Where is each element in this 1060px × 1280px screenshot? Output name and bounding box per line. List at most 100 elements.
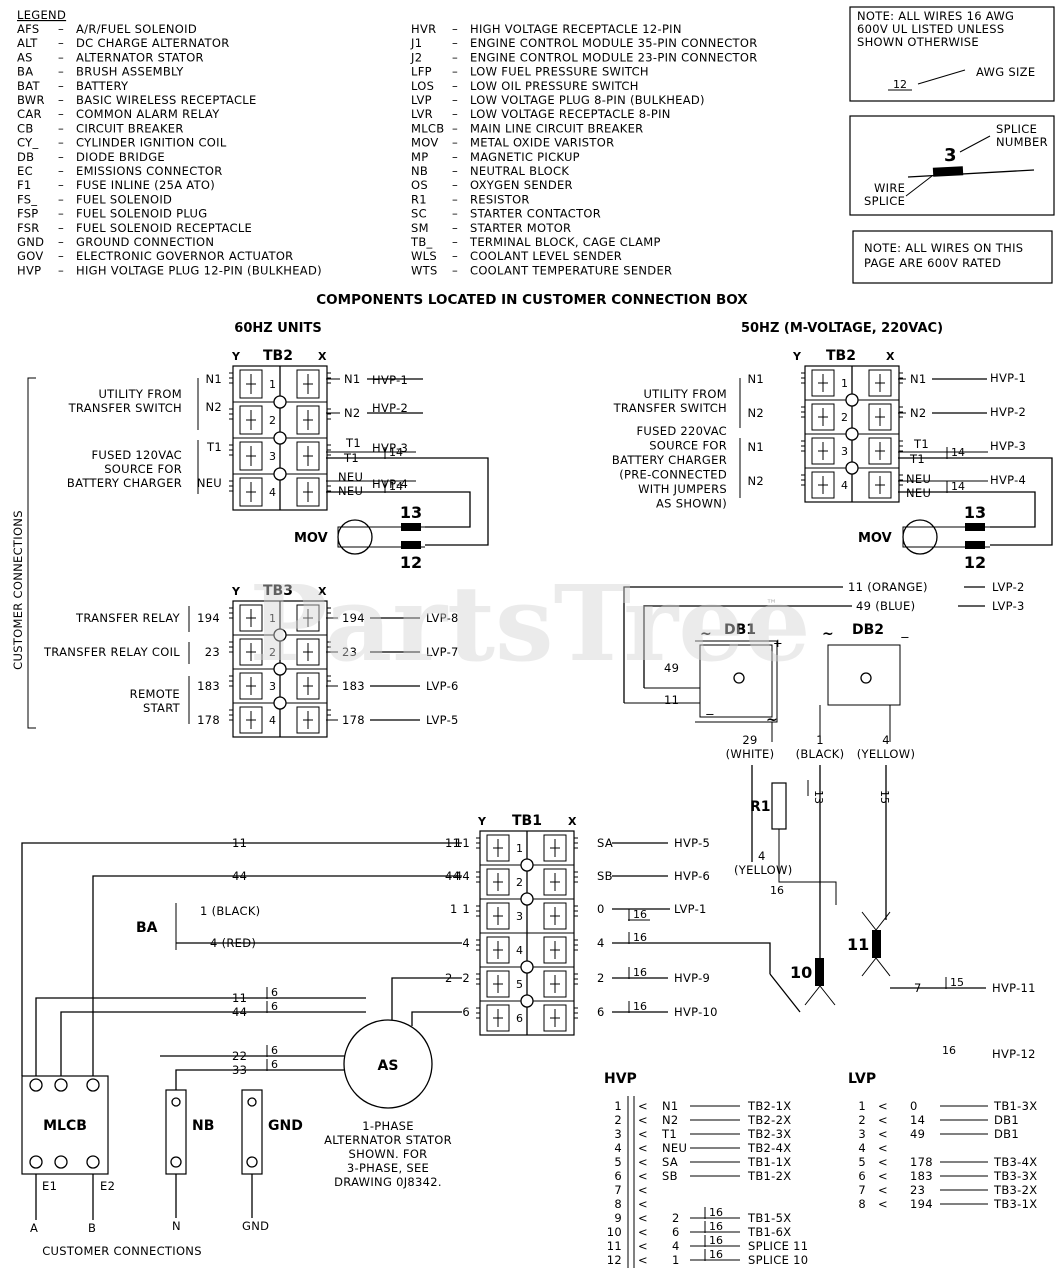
wire-49-blue xyxy=(643,605,852,688)
tb2-50-clamp-y xyxy=(818,476,828,494)
splice-12-50 xyxy=(965,541,985,549)
wire-2-as xyxy=(391,977,462,1020)
tb1-clamp-x xyxy=(550,1009,560,1027)
tb2-50-clamp-x xyxy=(875,374,885,392)
splice-13-60 xyxy=(401,523,421,531)
tb2-50-number: 4 xyxy=(841,479,848,492)
tb3-60-cell-y xyxy=(239,706,263,734)
tb3-60-clamp-x xyxy=(303,711,313,729)
as-size-3: 6 xyxy=(271,1044,278,1057)
watermark-tm: ™ xyxy=(766,597,778,611)
awg-arrow xyxy=(917,69,966,85)
tb3-60-dest: LVP-8 xyxy=(426,611,459,625)
wire-6-as xyxy=(411,1011,462,1026)
tb3-60-dest: LVP-6 xyxy=(426,679,459,693)
lvp-wire: 183 xyxy=(910,1169,933,1183)
tb2-50-cell-y xyxy=(811,471,835,499)
tb2-60-group-text: UTILITY FROM xyxy=(98,387,182,401)
tb1-cell-y xyxy=(486,970,510,998)
splice-13-60-label: 13 xyxy=(400,503,422,522)
lvp-pin: 2 xyxy=(858,1113,866,1127)
tb1-clamp-x xyxy=(550,907,560,925)
tb1-jumper xyxy=(520,994,534,1008)
customer-connections-vertical: CUSTOMER CONNECTIONS xyxy=(11,510,25,670)
lvp-wire: 0 xyxy=(910,1099,918,1113)
tb2-60-cell-y xyxy=(239,477,263,507)
rated-note-box xyxy=(852,230,1053,284)
tb2-50-left-wire: N1 xyxy=(747,440,764,454)
legend-abbr: CB xyxy=(17,121,34,135)
lvp-arrow: < xyxy=(878,1127,888,1141)
tb2-60-clamp-x xyxy=(303,410,313,430)
legend-desc: ALTERNATOR STATOR xyxy=(76,50,204,64)
tb1-right-wire: 4 xyxy=(597,936,605,950)
tb2-60-clamp-x xyxy=(303,446,313,466)
mlcb-label: MLCB xyxy=(43,1118,87,1134)
mov-60 xyxy=(337,519,373,555)
legend-abbr: MOV xyxy=(411,136,439,150)
hvp-wire: T1 xyxy=(661,1127,677,1141)
tb1-size-4: 16 xyxy=(633,931,647,944)
legend-abbr: HVP xyxy=(17,263,41,277)
legend-title: LEGEND xyxy=(17,8,66,22)
lvp-dest: TB3-1X xyxy=(993,1197,1037,1211)
tb2-60-right-wire: T1 xyxy=(345,436,361,450)
lvp-pin: 3 xyxy=(858,1127,866,1141)
tb1-right-wire: 2 xyxy=(597,971,605,985)
legend-dash: – xyxy=(58,107,64,121)
tb2-50-group-text: FUSED 220VAC xyxy=(637,424,727,438)
hvp-arrow: < xyxy=(638,1183,648,1197)
splice-10-fork xyxy=(804,985,836,1006)
tb3-60-clamp-x xyxy=(303,609,313,627)
legend-dash: – xyxy=(452,235,458,249)
tb2-60-clamp-y xyxy=(246,482,256,502)
hvp11-size: 15 xyxy=(950,976,964,989)
splice-11 xyxy=(872,930,881,958)
as-size-4: 6 xyxy=(271,1058,278,1071)
tb2-50-dest: HVP-3 xyxy=(990,439,1026,453)
legend-abbr: FSR xyxy=(17,221,40,235)
tb2-50-cell-y xyxy=(811,403,835,431)
legend-desc: COOLANT LEVEL SENDER xyxy=(470,249,622,263)
awg-note-line: 600V UL LISTED UNLESS xyxy=(857,22,1004,36)
lvp-dest: DB1 xyxy=(994,1113,1019,1127)
lvp-arrow: < xyxy=(878,1183,888,1197)
tb3-60-jumper xyxy=(273,628,287,642)
tb2-50-group-text: BATTERY CHARGER xyxy=(612,453,727,467)
legend-dash: – xyxy=(58,178,64,192)
tb3-60-cell-y xyxy=(239,604,263,632)
lvp-title: LVP xyxy=(848,1071,876,1087)
tb3-60-clamp-x xyxy=(303,643,313,661)
lvp-pin: 6 xyxy=(858,1169,866,1183)
hvp-size: 16 xyxy=(709,1234,723,1247)
tb2-50-right-wire: N1 xyxy=(910,372,927,386)
legend-abbr: MP xyxy=(411,150,428,164)
as-note: 1-PHASE xyxy=(362,1119,414,1133)
splice-11-fork xyxy=(861,911,891,977)
wire-44-main xyxy=(92,875,462,1076)
tb3-60-cell-x xyxy=(296,672,320,700)
wire-44-main-label-b: 44 xyxy=(445,869,460,883)
legend-desc: DC CHARGE ALTERNATOR xyxy=(76,36,230,50)
awg-note-line: SHOWN OTHERWISE xyxy=(857,35,979,49)
legend-desc: BASIC WIRELESS RECEPTACLE xyxy=(76,93,257,107)
tb2-60-number: 1 xyxy=(269,378,276,391)
tb2-50-right-wire: T1 xyxy=(909,452,925,466)
legend-desc: DIODE BRIDGE xyxy=(76,150,165,164)
tb1-size-6: 16 xyxy=(633,1000,647,1013)
hvp-dest: TB2-3X xyxy=(747,1127,791,1141)
hvp-arrow: < xyxy=(638,1253,648,1267)
hvp-wire: NEU xyxy=(662,1141,687,1155)
legend-dash: – xyxy=(58,121,64,135)
legend-dash: – xyxy=(58,36,64,50)
legend-abbr: HVR xyxy=(411,22,436,36)
tb3-60-label-text: REMOTE xyxy=(130,687,180,701)
hvp-size: 16 xyxy=(709,1206,723,1219)
splice-symbol xyxy=(932,166,964,177)
hvp-arrow: < xyxy=(638,1099,648,1113)
tb2-50-jumper xyxy=(845,393,859,407)
legend-dash: – xyxy=(452,207,458,221)
legend-dash: – xyxy=(452,50,458,64)
tb2-50-clamp-y xyxy=(818,442,828,460)
splice-13-50-label: 13 xyxy=(964,503,986,522)
